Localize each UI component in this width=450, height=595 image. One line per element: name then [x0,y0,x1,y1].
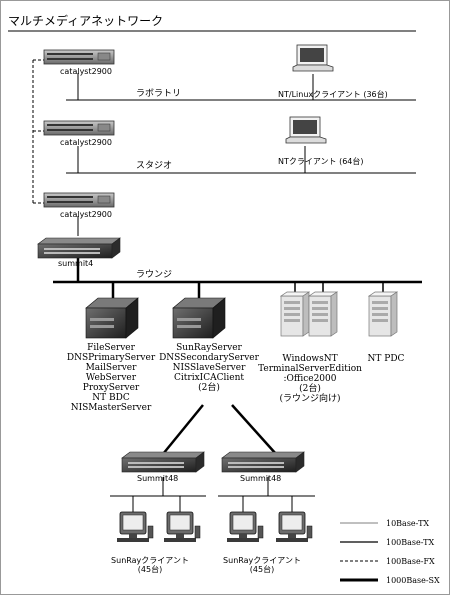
server1-label: FileServer DNSPrimaryServer MailServer W… [67,343,155,413]
legend-100base-tx: 100Base-TX [386,538,435,547]
legend-lines [340,522,378,582]
summit4-switch [37,237,121,259]
fiber-uplinks [32,59,44,204]
server1-line: DNSPrimaryServer [66,353,156,363]
server1-line: FileServer [87,343,135,353]
switch-label-catalyst-3: catalyst2900 [60,210,112,219]
winnt-line: WindowsNT [282,354,338,364]
server1-line: NT BDC [92,393,130,403]
summit48-links [162,404,277,455]
legend-10base-tx: 10Base-TX [386,519,430,528]
segment-label-lounge: ラウンジ [136,270,173,280]
segment-label-lab: ラボラトリ [136,89,182,99]
winnt-line: :Office2000 [283,374,337,384]
segment-label-studio: スタジオ [136,161,173,171]
server1-line: WebServer [85,373,137,383]
file-server-icon [85,297,139,339]
server1-line: ProxyServer [82,383,140,393]
sunray-client-icon-1 [116,511,154,543]
catalyst-switch-1 [43,49,115,65]
legend-1000base-sx: 1000Base-SX [386,576,440,585]
switch-label-catalyst-2: catalyst2900 [60,138,112,147]
summit48-switch-a [121,451,205,473]
sunray-left-line: (45台) [137,565,163,574]
winnt-tower-icon-2 [308,291,338,337]
sunray-segments [110,477,315,512]
diagram-title: マルチメディアネットワーク [8,14,164,28]
winnt-tower-icon-1 [280,291,310,337]
pdc-label: NT PDC [367,354,405,364]
server2-line: DNSSecondaryServer [159,353,259,363]
sunray-label-right: SunRayクライアント (45台) [223,556,301,574]
legend-100base-fx: 100Base-FX [386,557,435,566]
server2-line: CitrixICAClient [174,373,244,383]
lounge-backbone [53,258,422,298]
switch-label-summit48-a: Summit48 [137,474,179,483]
nt-client-label: NTクライアント (64台) [278,157,364,166]
sunray-client-icon-4 [275,511,313,543]
sunray-right-line: SunRayクライアント [223,556,301,565]
server2-label: SunRayServer DNSSecondaryServer NISSlave… [159,343,259,393]
switch-label-summit4: summit4 [58,259,94,268]
linux-laptop-icon [292,44,334,72]
segment-lines [8,30,416,174]
nt-laptop-icon [285,116,327,144]
server2-line: NISSlaveServer [172,363,246,373]
summit48-switch-b [221,451,305,473]
server1-line: MailServer [85,363,137,373]
winnt-line: (ラウンジ向け) [279,394,341,404]
sunray-left-line: SunRayクライアント [111,556,189,565]
server1-line: NISMasterServer [70,403,152,413]
sunray-client-icon-2 [163,511,201,543]
pdc-tower-icon [368,291,398,337]
winnt-line: (2台) [299,384,321,394]
switch-label-catalyst-1: catalyst2900 [60,67,112,76]
winnt-line: TerminalServerEdition [258,364,362,374]
winnt-label: WindowsNT TerminalServerEdition :Office2… [258,354,362,404]
sunray-label-left: SunRayクライアント (45台) [111,556,189,574]
switch-label-summit48-b: Summit48 [240,474,282,483]
sunray-right-line: (45台) [249,565,275,574]
server2-line: (2台) [198,383,220,393]
catalyst-switch-3 [43,192,115,208]
sunray-server-icon [172,297,226,339]
sunray-client-icon-3 [226,511,264,543]
linux-client-label: NT/Linuxクライアント (36台) [278,90,388,99]
catalyst-switch-2 [43,120,115,136]
server2-line: SunRayServer [176,343,242,353]
